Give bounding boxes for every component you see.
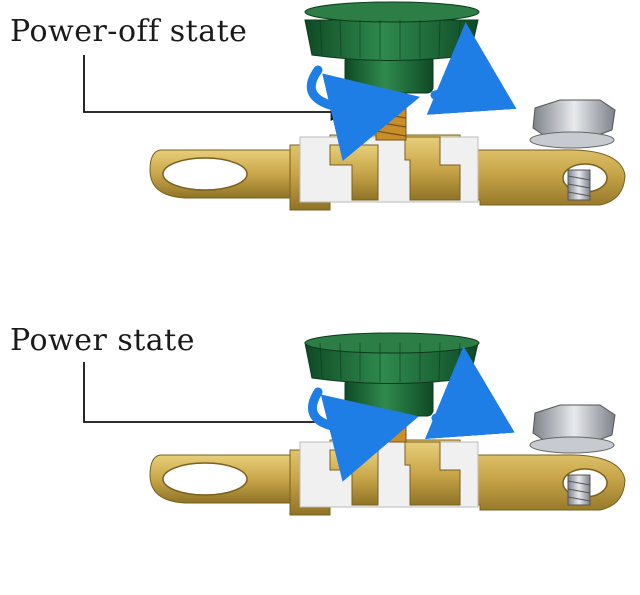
power-off-leader-line (84, 55, 345, 112)
power-off-switch (84, 2, 625, 210)
green-knob (305, 333, 479, 416)
green-knob (305, 2, 479, 93)
power-on-switch (84, 333, 625, 515)
rotate-arrow-right-icon (436, 382, 466, 418)
left-ring-terminal (150, 150, 300, 198)
left-ring-terminal (150, 455, 300, 503)
threaded-screw-exposed (376, 88, 406, 140)
rotate-arrow-right-icon (435, 58, 468, 95)
